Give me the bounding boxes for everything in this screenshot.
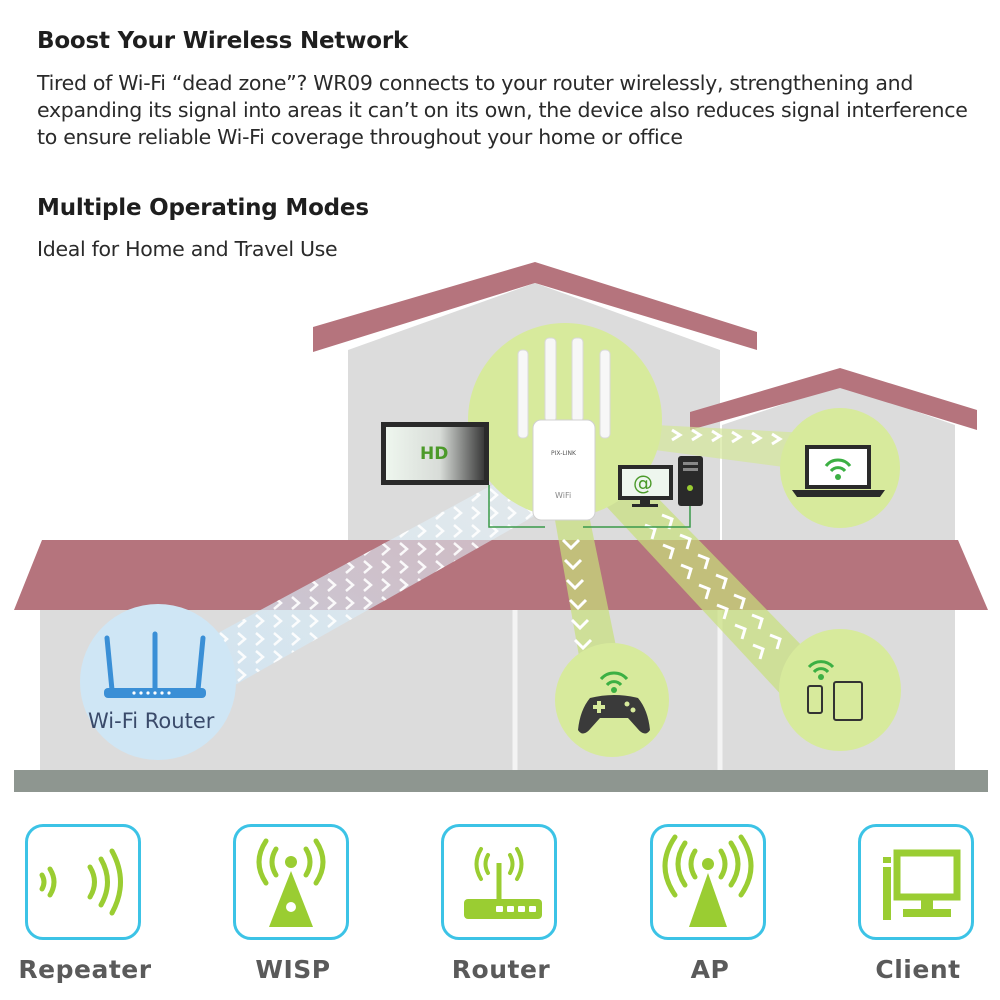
email-at-icon: @ <box>633 471 653 495</box>
mode-label-repeater: Repeater <box>18 955 152 984</box>
client-computer-icon <box>858 824 974 940</box>
mode-label-wisp: WISP <box>255 955 331 984</box>
phone-and-tablet <box>807 660 863 721</box>
ground <box>14 770 988 792</box>
boost-title: Boost Your Wireless Network <box>37 28 409 54</box>
modes-subtitle: Ideal for Home and Travel Use <box>37 237 338 261</box>
mode-client: Client <box>858 824 978 984</box>
repeater-icon <box>25 824 141 940</box>
mobile-wifi-icon <box>807 660 835 674</box>
phone-icon <box>807 685 823 714</box>
tablet-icon <box>833 681 863 721</box>
router-mode-icon <box>441 824 557 940</box>
laptop-wifi-icon <box>824 458 852 473</box>
main-roof <box>313 262 757 352</box>
wifi-router-badge: Wi-Fi Router <box>80 604 236 760</box>
gamepad <box>578 671 650 734</box>
tv-hd-label: HD <box>420 444 448 464</box>
hd-tv: HD <box>381 422 489 485</box>
modes-title: Multiple Operating Modes <box>37 195 369 221</box>
mode-wisp: WISP <box>233 824 353 984</box>
mode-label-client: Client <box>875 955 961 984</box>
mode-repeater: Repeater <box>18 824 151 984</box>
lower-roof <box>14 540 988 610</box>
device-brand: PIX-LINK <box>551 450 577 457</box>
mode-label-ap: AP <box>690 955 730 984</box>
wifi-repeater-device: PIX-LINK WiFi <box>517 337 611 521</box>
wisp-tower-icon <box>233 824 349 940</box>
signal-chevrons <box>561 428 783 660</box>
wifi-router-label: Wi-Fi Router <box>88 709 215 733</box>
ap-icon <box>650 824 766 940</box>
desktop-computer: @ <box>618 456 703 507</box>
house-scene: HD @ PIX-LINK WiFi <box>14 262 988 792</box>
mode-label-router: Router <box>451 955 551 984</box>
mode-ap: AP <box>650 824 770 984</box>
mode-router: Router <box>441 824 561 984</box>
device-wifi-logo: WiFi <box>555 491 571 500</box>
laptop <box>792 445 885 497</box>
boost-description: Tired of Wi-Fi “dead zone”? WR09 connect… <box>37 71 968 149</box>
gamepad-wifi-icon <box>599 671 629 687</box>
